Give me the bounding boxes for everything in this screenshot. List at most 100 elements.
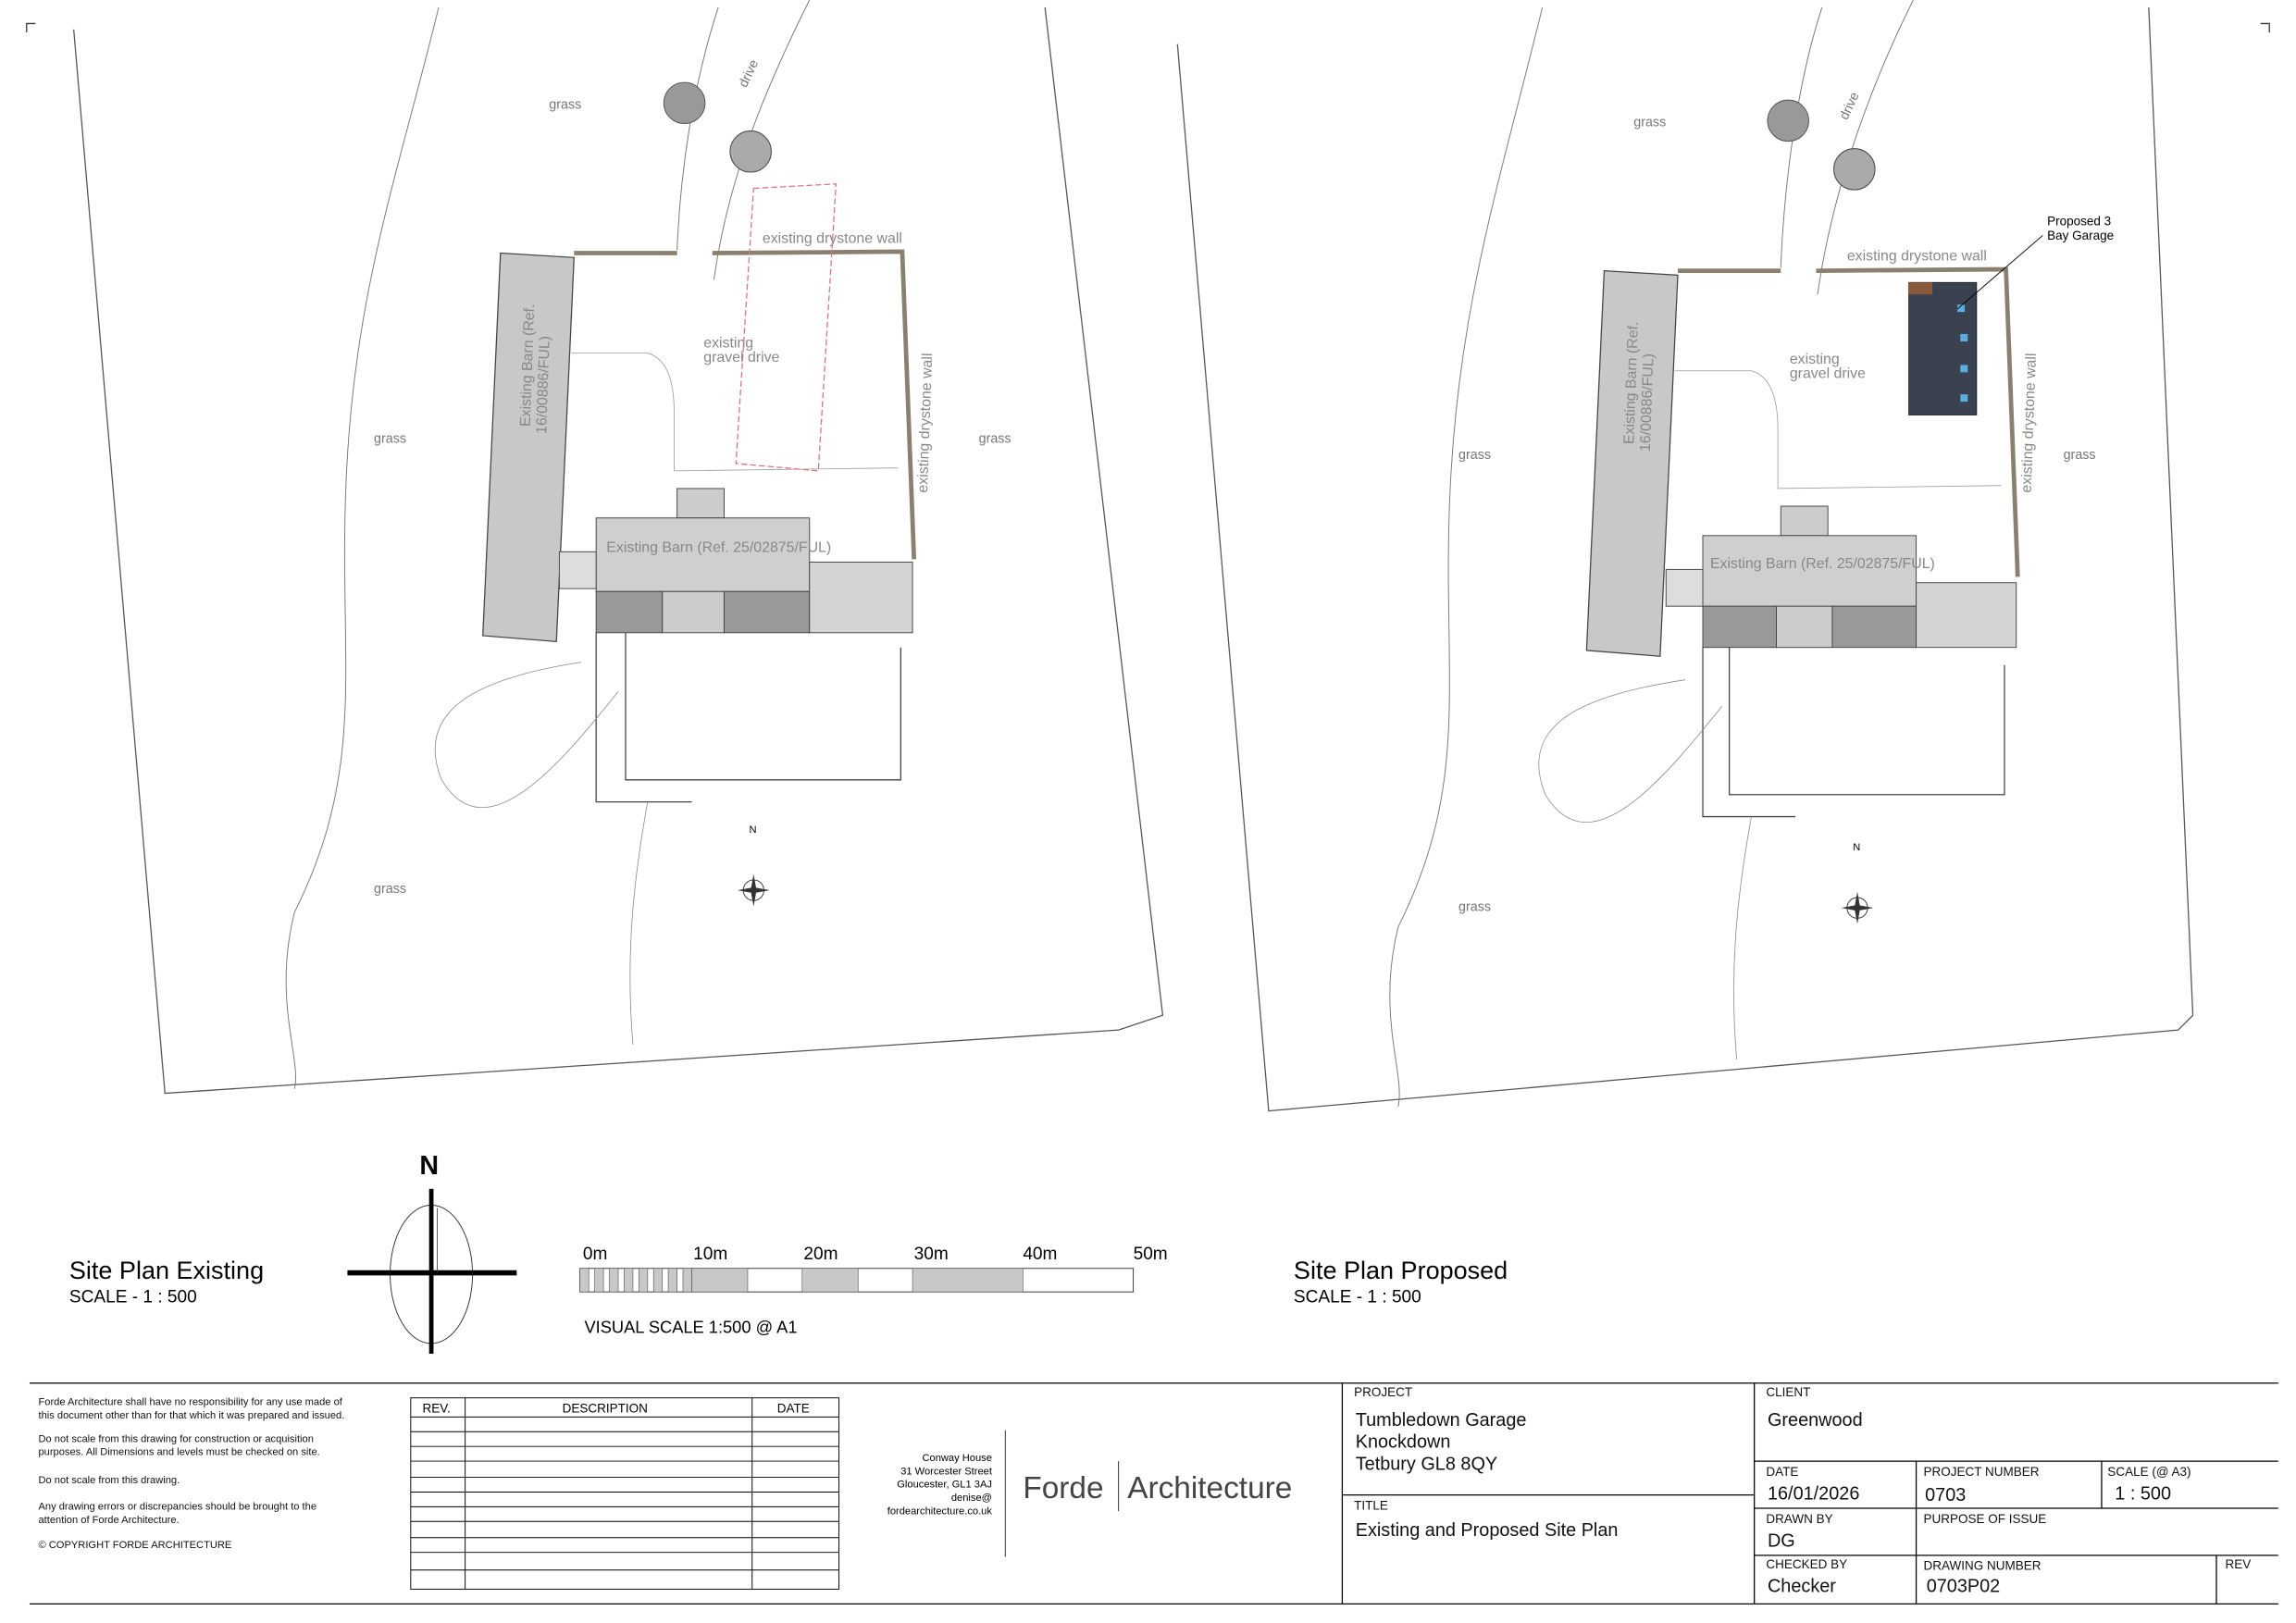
checked-by-label: CHECKED BY [1766, 1557, 1847, 1571]
rev-header: REV. [423, 1402, 451, 1416]
notes: Forde Architecture shall have no respons… [38, 1397, 344, 1551]
svg-text:purposes. All Dimensions and: purposes. All Dimensions and levels must… [38, 1447, 319, 1458]
grass-label: grass [549, 98, 581, 113]
north-arrow-label: N [419, 1151, 439, 1181]
existing-barn-2 [558, 488, 913, 634]
checked-by-value: Checker [1768, 1577, 1836, 1597]
grass-label: grass [374, 432, 406, 447]
gravel-label: existing [703, 335, 753, 351]
site-boundary [73, 6, 1164, 1095]
compass-rose [737, 873, 770, 907]
barn-label: 16/00886/FUL) [534, 336, 553, 435]
date-header: DATE [777, 1402, 810, 1416]
svg-text:Do not scale from this drawing: Do not scale from this drawing for const… [38, 1433, 313, 1444]
boundary-line [285, 6, 440, 1089]
scale-tick: 10m [693, 1245, 727, 1264]
scale-label: SCALE (@ A3) [2107, 1465, 2191, 1479]
drystone-wall [1677, 266, 2020, 577]
project-line: Tumbledown Garage [1356, 1410, 1527, 1431]
barn-label: Existing Barn (Ref. [518, 304, 539, 427]
client-value: Greenwood [1768, 1410, 1863, 1431]
tree [1767, 99, 1809, 142]
svg-text:Conway House: Conway House [922, 1453, 991, 1464]
tree [663, 81, 706, 125]
scale-tick: 20m [803, 1245, 838, 1264]
date-label: DATE [1766, 1465, 1798, 1479]
wall-label: existing drystone wall [1847, 248, 1987, 264]
svg-text:this document other than for t: this document other than for that which … [38, 1410, 344, 1421]
site-plan-existing: grass grass grass grass drive existing d… [73, 0, 1164, 1095]
svg-text:© COPYRIGHT FORDE ARCHITECTURE: © COPYRIGHT FORDE ARCHITECTURE [38, 1540, 231, 1551]
scale-tick: 0m [583, 1245, 608, 1264]
tree [1833, 148, 1876, 191]
scale-tick: 40m [1023, 1245, 1057, 1264]
drive-label: drive [1837, 90, 1863, 122]
svg-text:Gloucester, GL1 3AJ: Gloucester, GL1 3AJ [897, 1480, 992, 1491]
garage-label: Bay Garage [2047, 229, 2114, 242]
rev-label: REV [2226, 1557, 2252, 1571]
title-label: TITLE [1354, 1499, 1388, 1513]
barn-label: Existing Barn (Ref. 25/02875/FUL) [1710, 556, 1935, 572]
project-number-label: PROJECT NUMBER [1924, 1465, 2040, 1479]
grass-label: grass [2064, 448, 2096, 463]
north-label: N [750, 824, 757, 836]
north-arrow: N [347, 1151, 517, 1354]
barn-label: Existing Barn (Ref. [1621, 321, 1642, 444]
project-label: PROJECT [1354, 1385, 1412, 1399]
scale-tick: 50m [1134, 1245, 1168, 1264]
site-boundary [1176, 6, 2194, 1112]
north-label: N [1853, 842, 1860, 853]
drawn-by-value: DG [1768, 1530, 1795, 1551]
wall-label: existing drystone wall [915, 353, 936, 493]
drawing-number-value: 0703P02 [1927, 1577, 2001, 1597]
drystone-wall [574, 249, 917, 560]
svg-text:31 Worcester Street: 31 Worcester Street [900, 1466, 993, 1477]
svg-text:attention of Forde Architectur: attention of Forde Architecture. [38, 1515, 179, 1526]
grass-label: grass [1458, 448, 1491, 463]
project-line: Knockdown [1356, 1432, 1451, 1453]
garage-leader-line [1956, 235, 2043, 310]
scale-caption: VISUAL SCALE 1:500 @ A1 [584, 1318, 797, 1337]
drive-label: drive [736, 57, 762, 90]
scale-bar: 0m 10m 20m 30m 40m 50m VISUAL SCALE 1:50… [579, 1245, 1168, 1337]
garage-label: Proposed 3 [2047, 214, 2111, 228]
svg-text:Forde Architecture shall have: Forde Architecture shall have no respons… [38, 1397, 342, 1408]
svg-text:Do not scale from this drawing: Do not scale from this drawing. [38, 1475, 180, 1486]
date-value: 16/01/2026 [1768, 1483, 1859, 1504]
drawn-by-label: DRAWN BY [1766, 1512, 1832, 1526]
existing-barn-1 [1585, 269, 1679, 657]
existing-plan-scale: SCALE - 1 : 500 [69, 1287, 197, 1307]
existing-barn-2 [1665, 505, 2017, 649]
proposed-plan-scale: SCALE - 1 : 500 [1294, 1287, 1421, 1307]
purpose-label: PURPOSE OF ISSUE [1924, 1512, 2047, 1526]
compass-rose [1841, 891, 1874, 924]
grass-label: grass [1458, 899, 1491, 914]
project-number-value: 0703 [1925, 1485, 1966, 1505]
description-header: DESCRIPTION [563, 1402, 648, 1416]
gravel-label: existing [1790, 352, 1840, 367]
title-block [29, 1382, 2278, 1604]
svg-text:fordearchitecture.co.uk: fordearchitecture.co.uk [887, 1505, 993, 1517]
existing-barn-1 [482, 252, 575, 643]
site-plan-proposed: grass grass grass grass drive existing d… [1176, 0, 2194, 1112]
revision-table: REV. DESCRIPTION DATE [410, 1397, 840, 1590]
svg-text:Any drawing errors or discrepa: Any drawing errors or discrepancies shou… [38, 1502, 316, 1513]
logo-architecture: Architecture [1127, 1471, 1292, 1505]
svg-text:denise@: denise@ [951, 1493, 992, 1504]
grass-label: grass [979, 432, 1011, 447]
scale-value: 1 : 500 [2115, 1483, 2171, 1504]
gravel-label: gravel drive [703, 350, 779, 365]
client-label: CLIENT [1766, 1385, 1810, 1399]
wall-label: existing drystone wall [2019, 353, 2040, 493]
drawing-number-label: DRAWING NUMBER [1924, 1559, 2042, 1573]
proposed-plan-title: Site Plan Proposed [1294, 1257, 1508, 1284]
existing-plan-title: Site Plan Existing [69, 1257, 264, 1284]
barn-label: 16/00886/FUL) [1638, 353, 1657, 452]
logo-forde: Forde [1023, 1471, 1103, 1505]
scale-tick: 30m [914, 1245, 949, 1264]
red-line-boundary [735, 183, 838, 472]
proposed-garage [1908, 281, 1978, 415]
grass-label: grass [374, 882, 406, 897]
gravel-label: gravel drive [1790, 366, 1866, 382]
